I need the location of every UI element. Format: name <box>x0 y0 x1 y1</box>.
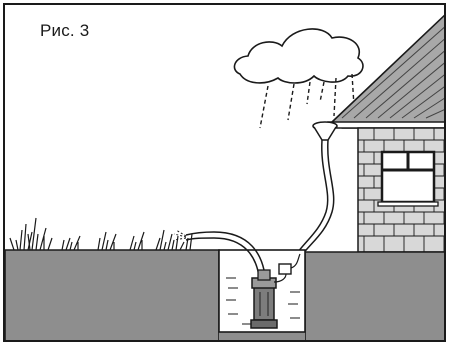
gutter <box>328 122 446 128</box>
illustration <box>5 5 446 342</box>
window <box>378 152 438 206</box>
figure-frame: Рис. 3 <box>3 3 446 342</box>
submersible-pump <box>251 270 277 328</box>
rain-cloud <box>234 29 363 83</box>
grass <box>10 218 192 250</box>
figure-label: Рис. 3 <box>40 21 89 41</box>
